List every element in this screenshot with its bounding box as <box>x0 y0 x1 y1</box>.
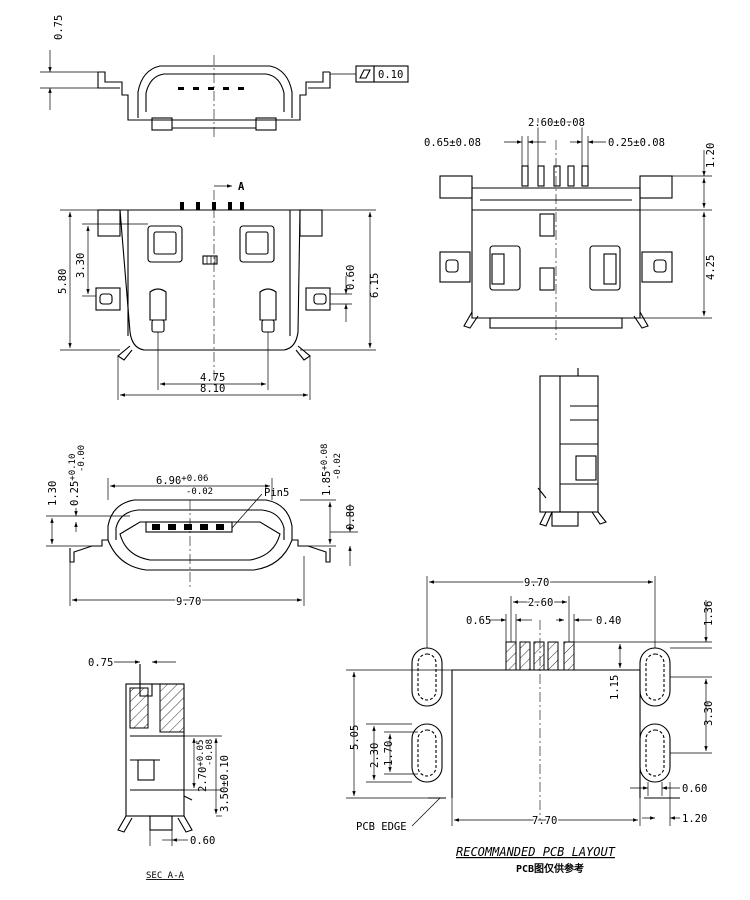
pin-detail-pins <box>521 165 589 187</box>
dim-065-pcb: 0.65 <box>466 615 491 627</box>
dim-025-end-plus: +0.10 <box>68 454 78 481</box>
dim-970-end: 9.70 <box>176 596 201 608</box>
dim-075-section: 0.75 <box>88 657 113 669</box>
dim-770: 7.70 <box>532 815 557 827</box>
end-view: 6.90+0.06 -0.02 Pin5 1.30 0.25+0.10 -0.0… <box>46 444 358 610</box>
pin-detail-view: 2.60±0.08 0.65±0.08 0.25±0.08 1.20 4.25 <box>424 116 717 340</box>
side-view <box>537 368 607 527</box>
front-view-pins <box>180 202 244 210</box>
dim-260-pins: 2.60±0.08 <box>528 117 585 129</box>
section-a-a: 0.75 2.70+0.05 -0.08 3.50±0.10 0.60 SEC … <box>88 657 231 881</box>
dim-330-front: 3.30 <box>75 253 87 278</box>
dim-810: 8.10 <box>200 383 225 395</box>
dim-505: 5.05 <box>349 725 361 750</box>
dim-025-end: 0.25+0.10 <box>68 454 81 506</box>
section-marker-a: A <box>238 181 245 193</box>
dim-970-pcb: 9.70 <box>524 577 549 589</box>
dim-065-pins: 0.65±0.08 <box>424 137 481 149</box>
dim-425: 4.25 <box>705 255 717 280</box>
dim-690-tol-minus: -0.02 <box>186 487 213 497</box>
dim-130: 1.30 <box>47 481 59 506</box>
flatness-value: 0.10 <box>378 69 403 81</box>
top-view: 0.75 0.10 <box>40 15 409 140</box>
dim-120-pcb: 1.20 <box>682 813 707 825</box>
section-title: SEC A-A <box>146 871 185 881</box>
dim-185-base: 1.85 <box>321 471 333 496</box>
pcb-layout-title: RECOMMANDED PCB LAYOUT <box>456 845 616 859</box>
dim-025-end-minus: -0.00 <box>77 445 87 472</box>
pcb-edge-label: PCB EDGE <box>356 821 407 833</box>
dim-690: 6.90+0.06 <box>156 474 208 487</box>
dim-260-pcb: 2.60 <box>528 597 553 609</box>
dim-475: 4.75 <box>200 372 225 384</box>
dim-025-pins: 0.25±0.08 <box>608 137 665 149</box>
dim-690-base: 6.90 <box>156 475 181 487</box>
pcb-layout-subtitle: PCB图仅供参考 <box>516 862 584 875</box>
dim-025-end-base: 0.25 <box>69 481 81 506</box>
dim-615: 6.15 <box>369 273 381 298</box>
dim-060-pcb: 0.60 <box>682 783 707 795</box>
dim-230: 2.30 <box>369 743 381 768</box>
end-view-pins <box>152 524 224 530</box>
pin5-label: Pin5 <box>264 487 289 499</box>
dim-580: 5.80 <box>57 269 69 294</box>
dim-075-top: 0.75 <box>53 15 65 40</box>
dim-270-base: 2.70 <box>197 767 209 792</box>
dim-185: 1.85+0.08 <box>320 444 333 496</box>
top-view-pins <box>178 87 244 90</box>
dim-350: 3.50±0.10 <box>219 755 231 812</box>
dim-690-tol-plus: +0.06 <box>181 474 208 484</box>
dim-060-section: 0.60 <box>190 835 215 847</box>
dim-120-pins: 1.20 <box>705 143 717 168</box>
dim-270: 2.70+0.05 <box>196 740 209 792</box>
dim-060-front: 0.60 <box>345 265 357 290</box>
dim-080-end: 0.80 <box>345 505 357 530</box>
pcb-layout: 9.70 2.60 0.65 0.40 1.36 1.15 3.30 5.05 … <box>346 576 715 875</box>
dim-185-minus: -0.02 <box>333 453 343 480</box>
dim-040-pcb: 0.40 <box>596 615 621 627</box>
dim-270-minus: -0.08 <box>205 739 215 766</box>
dim-185-plus: +0.08 <box>320 444 330 471</box>
front-view: A 5.80 3.30 6.15 0.60 4.75 8.10 <box>57 181 381 400</box>
dim-330-pcb: 3.30 <box>703 701 715 726</box>
dim-170: 1.70 <box>383 741 395 766</box>
pcb-pads <box>505 641 575 671</box>
dim-115: 1.15 <box>609 675 621 700</box>
dim-270-plus: +0.05 <box>196 740 206 767</box>
dim-136: 1.36 <box>703 601 715 626</box>
